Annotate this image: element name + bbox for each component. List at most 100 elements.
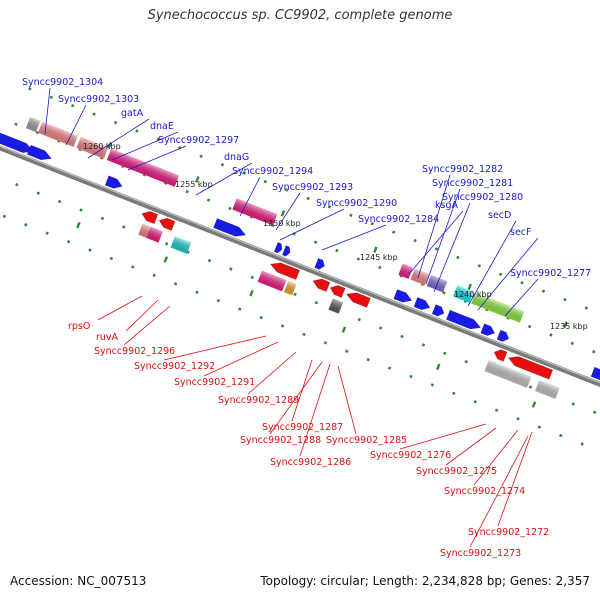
track-dot [499,272,503,276]
forward-gene-leader [321,224,387,251]
forward-gene-leader [477,237,539,311]
reverse-gene-arrow [329,285,346,298]
forward-gene-leader [504,278,539,317]
reverse-gene-label: ruvA [96,332,119,343]
forward-gene-label: Syncc9902_1281 [432,178,513,189]
feature-block-shade [284,280,297,296]
feature-block-shade [38,121,78,147]
track-dot [541,289,546,293]
track-dot [400,334,404,339]
reverse-gene-label: Syncc9902_1273 [440,548,521,559]
forward-gene-label: dnaG [224,152,249,163]
track-dot [28,87,32,91]
forward-gene-arrow [273,241,283,254]
track-dot [220,163,225,167]
track-dot [164,242,169,246]
feature-block-shade [484,359,532,388]
reverse-gene-leader [97,295,143,321]
forward-gene-arrow [314,257,325,270]
tick-mark [467,283,472,291]
track-dot [242,171,246,175]
tick-mark [531,401,537,408]
forward-gene-label: Syncc9902_1293 [272,182,353,193]
feature-block-shade [138,223,151,238]
track-dot [263,179,267,184]
reverse-gene-leader [247,351,297,395]
genome-backbone [0,138,600,398]
reverse-gene-leader [269,361,323,435]
tick-mark [563,321,568,328]
tick-mark [76,221,81,229]
track-dot [185,189,189,194]
reverse-gene-leader [337,365,357,435]
track-dot [280,324,285,328]
forward-gene-label: Syncc9902_1290 [316,198,397,209]
map-title: Synechococcus sp. CC9902, complete genom… [147,8,453,23]
track-dot [14,122,18,126]
track-dot [152,273,156,278]
feature-block-shade [76,136,109,159]
feature-block-shade [410,268,430,286]
forward-gene-label: Syncc9902_1277 [510,268,591,279]
track-dot [434,247,439,251]
reverse-gene-label: Syncc9902_1288 [240,435,321,446]
reverse-gene-label: Syncc9902_1287 [262,422,343,433]
track-dot [135,129,139,133]
track-dot [92,112,96,116]
track-dot [528,385,533,389]
track-dot [45,231,49,235]
forward-gene-label: Syncc9902_1282 [422,164,503,175]
track-dot [207,258,212,263]
track-dot [520,281,524,285]
feature-block-shade [106,148,180,187]
reverse-gene-leader [125,299,159,332]
forward-gene-leader [195,162,253,196]
accession-label: Accession: NC_007513 [10,574,147,588]
forward-gene-label: ksgA [435,200,458,211]
tick-label: 1260 kbp [83,142,121,151]
reverse-gene-label: Syncc9902_1285 [326,435,407,446]
track-dot [592,350,596,354]
forward-gene-leader [467,220,517,307]
reverse-gene-leader [469,435,529,548]
forward-gene-label: secF [510,227,531,238]
track-dot [387,366,392,370]
forward-gene-arrow [445,309,482,330]
reverse-gene-leader [497,431,533,527]
reverse-gene-arrow [158,217,176,231]
track-dot [250,275,254,280]
feature-block-shade [398,263,413,279]
track-dot [442,291,446,295]
forward-gene-leader [417,174,451,279]
feature-block-shade [471,292,525,323]
track-dot [392,230,396,234]
forward-gene-arrow [393,289,413,303]
forward-gene-label: gatA [121,108,144,119]
track-dot [79,208,83,212]
forward-gene-leader [279,208,345,241]
forward-gene-label: dnaE [150,121,174,132]
forward-gene-arrow [213,218,247,237]
track-dot [409,374,413,379]
track-dot [327,205,332,209]
forward-gene-leader [87,118,150,159]
track-dot [421,343,426,347]
track-dot [378,326,383,330]
track-dot [366,357,370,362]
track-dot [516,416,520,421]
forward-gene-label: Syncc9902_1280 [442,192,523,203]
reverse-gene-label: Syncc9902_1276 [370,450,451,461]
forward-gene-arrow [590,366,600,383]
feature-block-shade [170,236,192,254]
reverse-gene-leader [445,427,497,466]
forward-gene-leader [65,104,87,146]
track-dot [357,317,361,322]
track-dot [2,214,7,219]
track-dot [238,307,242,311]
tick-mark [195,176,200,183]
feature-block-shade [232,198,278,226]
feature-block-shade [535,379,560,399]
forward-gene-leader [425,188,461,285]
tick-label: 1250 kbp [263,219,301,228]
